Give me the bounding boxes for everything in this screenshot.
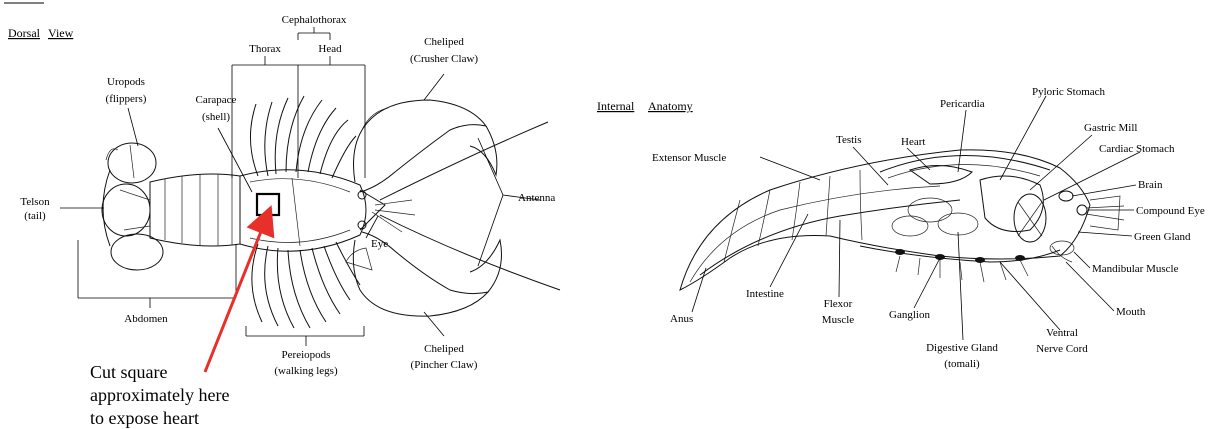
cut-note-line-3: to expose heart bbox=[90, 408, 199, 428]
label-cheliped-crusher-line-1: Cheliped bbox=[424, 36, 464, 48]
digestive-gland-organ bbox=[908, 198, 952, 222]
label-mandibular-muscle: Mandibular Muscle bbox=[1092, 263, 1179, 275]
label-telson-line-1: Telson bbox=[20, 196, 50, 208]
label-uropods-line-2: (flippers) bbox=[106, 93, 147, 105]
label-pericardia: Pericardia bbox=[940, 98, 985, 110]
label-antenna: Antenna bbox=[518, 192, 555, 204]
cut-note-line-1: Cut square bbox=[90, 362, 167, 382]
label-cardiac-stomach: Cardiac Stomach bbox=[1099, 143, 1175, 155]
compound-eye-organ bbox=[1077, 205, 1087, 215]
label-digestive-gland-line-1: Digestive Gland bbox=[926, 342, 998, 354]
label-cheliped-pincher-line-1: Cheliped bbox=[424, 343, 464, 355]
internal-heading-word-1: Internal bbox=[597, 99, 635, 113]
antenna-lower-drawing bbox=[380, 215, 560, 290]
pereiopods-bracket bbox=[246, 326, 364, 346]
label-brain: Brain bbox=[1138, 179, 1163, 191]
label-thorax: Thorax bbox=[249, 43, 281, 55]
label-extensor-muscle: Extensor Muscle bbox=[652, 152, 726, 164]
dorsal-leader-lines bbox=[60, 74, 540, 336]
label-gastric-mill: Gastric Mill bbox=[1084, 122, 1137, 134]
label-pereiopods-line-2: (walking legs) bbox=[274, 365, 338, 377]
label-green-gland: Green Gland bbox=[1134, 231, 1191, 243]
label-ventral-nerve-cord-line-1: Ventral bbox=[1046, 327, 1078, 339]
brain-organ bbox=[1059, 191, 1073, 201]
label-digestive-gland-line-2: (tomali) bbox=[944, 358, 980, 370]
lobster-side-drawing bbox=[680, 150, 1124, 290]
label-ventral-nerve-cord-line-2: Nerve Cord bbox=[1036, 343, 1088, 355]
label-cheliped-pincher-line-2: (Pincher Claw) bbox=[411, 359, 478, 371]
antenna-upper-drawing bbox=[380, 122, 548, 200]
label-uropods-line-1: Uropods bbox=[107, 76, 145, 88]
label-telson-line-2: (tail) bbox=[24, 210, 46, 222]
abdomen-bracket bbox=[78, 240, 236, 308]
dorsal-heading-word-1: Dorsal bbox=[8, 26, 41, 40]
label-carapace-line-2: (shell) bbox=[202, 111, 230, 123]
label-eye: Eye bbox=[371, 238, 388, 250]
internal-anatomy-panel: Internal Anatomy bbox=[597, 86, 1205, 370]
label-cheliped-crusher-line-2: (Crusher Claw) bbox=[410, 53, 478, 65]
label-mouth: Mouth bbox=[1116, 306, 1146, 318]
label-heart: Heart bbox=[901, 136, 925, 148]
cut-note-line-2: approximately here bbox=[90, 385, 229, 405]
label-pereiopods-line-1: Pereiopods bbox=[282, 349, 331, 361]
dorsal-view-panel: Dorsal View bbox=[4, 3, 560, 428]
internal-heading-word-2: Anatomy bbox=[648, 99, 693, 113]
cut-square-marker bbox=[257, 194, 279, 215]
label-anus: Anus bbox=[670, 313, 693, 325]
intestine-organ bbox=[700, 200, 960, 275]
label-flexor-muscle-line-1: Flexor bbox=[824, 298, 853, 310]
pincher-claw-drawing bbox=[346, 232, 502, 316]
label-testis: Testis bbox=[836, 134, 862, 146]
label-cephalothorax: Cephalothorax bbox=[282, 14, 347, 26]
cut-location-arrow bbox=[205, 219, 266, 372]
heart-organ bbox=[910, 165, 972, 184]
upper-walking-legs-drawing bbox=[250, 96, 356, 178]
label-pyloric-stomach: Pyloric Stomach bbox=[1032, 86, 1106, 98]
label-flexor-muscle-line-2: Muscle bbox=[822, 314, 855, 326]
label-ganglion: Ganglion bbox=[889, 309, 930, 321]
label-carapace-line-1: Carapace bbox=[196, 94, 237, 106]
tail-fan-drawing bbox=[102, 143, 163, 270]
label-abdomen: Abdomen bbox=[124, 313, 168, 325]
lobster-dorsal-drawing bbox=[102, 96, 560, 328]
dorsal-heading-word-2: View bbox=[48, 26, 74, 40]
lower-walking-legs-drawing bbox=[252, 242, 360, 328]
abdomen-segments-drawing bbox=[150, 174, 240, 246]
stomach-organ bbox=[980, 176, 1043, 232]
label-compound-eye: Compound Eye bbox=[1136, 205, 1205, 217]
label-head: Head bbox=[318, 43, 342, 55]
label-intestine: Intestine bbox=[746, 288, 784, 300]
